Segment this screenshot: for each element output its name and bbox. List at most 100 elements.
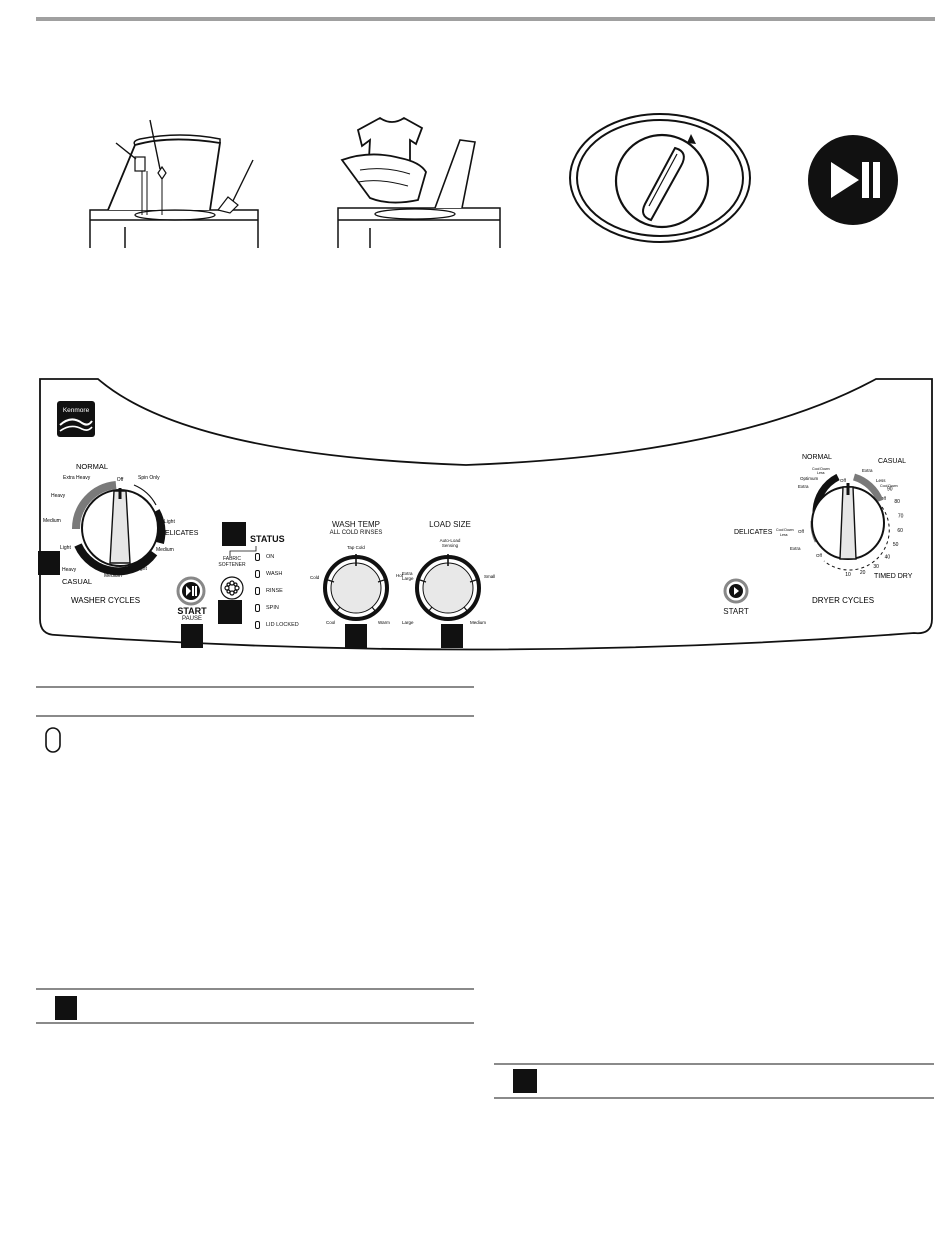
status-light-label: WASH (266, 570, 283, 577)
load-size-title: LOAD SIZE (429, 520, 471, 529)
callout-marker-wash-temp (345, 624, 367, 648)
section-rule-2 (36, 715, 474, 717)
washer-extra-heavy: Extra Heavy (63, 475, 91, 481)
fabric-softener-line1: FABRIC (222, 556, 242, 562)
status-light-label: ON (266, 553, 275, 560)
wash-temp-dial[interactable]: Tap Cold Cold Hot Cool Warm (306, 540, 406, 632)
dryer-cool-down-right: Cool Down (880, 484, 898, 488)
load-size-medium: Medium (470, 620, 486, 625)
washer-medium-bottom: Medium (104, 573, 122, 579)
load-size-extra-large: Large (402, 576, 414, 581)
dryer-start-label: START (723, 607, 749, 616)
section-rule-1 (36, 686, 474, 688)
timed-dry-value: 80 (894, 499, 900, 505)
timed-dry-value: 70 (898, 514, 904, 520)
timed-dry-value: 30 (873, 564, 879, 570)
dryer-off-bottom: Off (816, 553, 823, 558)
dryer-delicates-label: DELICATES (734, 529, 773, 536)
kenmore-logo: Kenmore (57, 401, 95, 437)
timed-dry-value: 90 (887, 486, 893, 492)
load-clothes-illustration (337, 116, 501, 248)
dryer-off-right: Off (880, 496, 887, 501)
status-light-row: LID LOCKED (255, 616, 315, 633)
status-led-icon (255, 569, 260, 578)
washer-normal-label: NORMAL (76, 462, 108, 471)
dryer-start-button[interactable] (723, 578, 749, 604)
section-rule-5 (494, 1063, 934, 1065)
section-rule-4 (36, 1022, 474, 1024)
washer-start-pause-button[interactable] (176, 576, 206, 606)
fabric-softener-label: FABRIC SOFTENER (210, 556, 254, 568)
timed-dry-value: 20 (860, 570, 866, 576)
status-light-label: LID LOCKED (266, 621, 299, 628)
callout-marker-zero (45, 727, 61, 753)
load-size-auto: Auto-Load Sensing (412, 538, 488, 548)
status-light-row: SPIN (255, 599, 315, 616)
cycle-knob-illustration (569, 113, 751, 243)
callout-marker-section (55, 996, 77, 1020)
dryer-cycles-label: DRYER CYCLES (812, 596, 874, 605)
load-size-large: Large (402, 620, 414, 625)
washer-casual-label: CASUAL (62, 577, 92, 586)
load-size-extra: Extra (402, 571, 413, 576)
status-bracket (229, 546, 257, 556)
dryer-cool-down-del: Cool Down (776, 528, 794, 532)
washer-cycles-label: WASHER CYCLES (71, 596, 140, 605)
pause-label: PAUSE (182, 616, 202, 622)
status-light-list: ON WASH RINSE SPIN LID LOCKED (255, 548, 315, 633)
dryer-timed-dry-label: TIMED DRY (874, 573, 913, 580)
washer-cycles-dial: NORMAL Extra Heavy Off Spin Only Heavy M… (43, 462, 199, 605)
start-label: START (177, 606, 207, 616)
washer-heavy-bottom: Heavy (62, 567, 77, 573)
callout-marker-load-size (441, 624, 463, 648)
load-size-dial[interactable]: Extra Large Small Large Medium (398, 548, 502, 632)
start-pause-icon (808, 135, 898, 225)
washer-medium-left: Medium (43, 518, 61, 524)
washer-light-right: Light (164, 519, 175, 525)
status-light-label: RINSE (266, 587, 283, 594)
washer-medium-right: Medium (156, 547, 174, 553)
timed-dry-value: 40 (885, 555, 891, 561)
status-light-row: WASH (255, 565, 315, 582)
dryer-extra-del: Extra (790, 546, 801, 551)
wash-temp-subtitle: ALL COLD RINSES (329, 530, 383, 536)
wash-temp-cool: Cool (326, 620, 335, 625)
status-light-row: ON (255, 548, 315, 565)
load-size-auto-line1: Auto-Load (439, 538, 461, 543)
dryer-normal-label: NORMAL (802, 454, 832, 461)
dryer-less-del: Less (780, 533, 788, 537)
wash-temp-tap-cold: Tap Cold (347, 545, 365, 550)
status-light-label: SPIN (266, 604, 279, 611)
washer-dispenser-illustration (89, 119, 259, 248)
dryer-extra-left: Extra (798, 484, 809, 489)
dryer-optimum: Optimum (800, 476, 819, 481)
status-led-icon (255, 603, 260, 612)
section-rule-3 (36, 988, 474, 990)
wash-temp-warm: Warm (378, 620, 390, 625)
status-led-icon (255, 620, 260, 629)
dryer-casual-label: CASUAL (878, 458, 906, 465)
top-rule (36, 17, 935, 21)
load-size-auto-line2: Sensing (441, 543, 459, 548)
wash-temp-hot: Hot (396, 573, 404, 578)
status-title: STATUS (250, 534, 285, 544)
dryer-less-right: Less (876, 478, 886, 483)
load-size-small: Small (484, 574, 495, 579)
callout-marker-start (181, 624, 203, 648)
washer-spin-only: Spin Only (138, 475, 160, 481)
washer-heavy-top: Heavy (51, 493, 66, 499)
section-rule-6 (494, 1097, 934, 1099)
timed-dry-value: 50 (893, 542, 899, 548)
dryer-extra-right: Extra (862, 468, 873, 473)
callout-marker-dryer-section (513, 1069, 537, 1093)
status-light-row: RINSE (255, 582, 315, 599)
brand-text: Kenmore (63, 407, 90, 414)
washer-off: Off (117, 477, 124, 483)
washer-light-left: Light (60, 545, 71, 551)
status-led-icon (255, 586, 260, 595)
wash-temp-cold: Cold (310, 575, 320, 580)
dryer-cycles-dial[interactable]: NORMAL CASUAL Cool Down Less Optimum Ext… (720, 445, 920, 615)
dryer-off-top: Off (840, 478, 847, 483)
timed-dry-value: 60 (897, 528, 903, 534)
callout-marker-status (222, 522, 246, 546)
